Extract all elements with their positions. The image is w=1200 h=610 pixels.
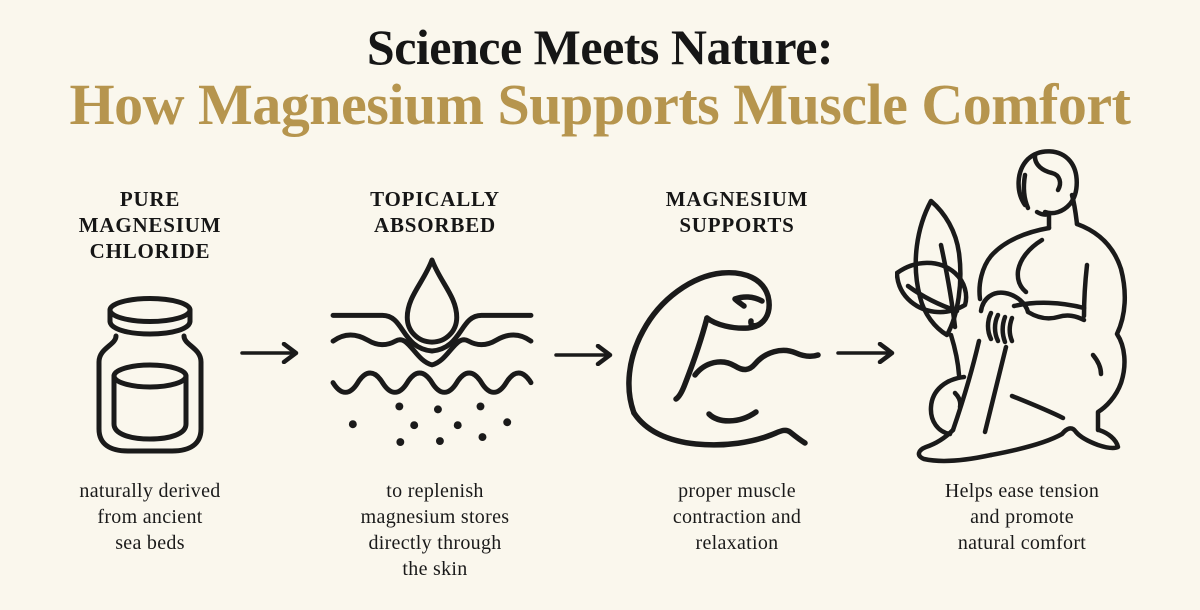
page-title: Science Meets Nature:	[366, 19, 834, 75]
droplet-skin-layers-icon	[330, 256, 534, 446]
step-caption-absorption: to replenish magnesium stores directly t…	[360, 480, 510, 580]
seated-person-with-leaves-icon	[895, 145, 1155, 475]
page-subtitle: How Magnesium Supports Muscle Comfort	[69, 72, 1131, 137]
right-arrow-icon	[240, 341, 304, 365]
step-caption-benefit: Helps ease tension and promote natural c…	[944, 480, 1100, 554]
jar-icon	[94, 296, 206, 456]
step-heading-pure-magnesium-chloride: PURE MAGNESIUM CHLORIDE	[78, 187, 222, 263]
right-arrow-icon	[836, 341, 900, 365]
step-heading-magnesium-supports: MAGNESIUM SUPPORTS	[665, 187, 809, 237]
right-arrow-icon	[554, 343, 618, 367]
flexed-bicep-icon	[618, 265, 823, 450]
step-caption-muscle-function: proper muscle contraction and relaxation	[672, 480, 802, 554]
step-caption-source: naturally derived from ancient sea beds	[79, 480, 221, 554]
step-heading-topically-absorbed: TOPICALLY ABSORBED	[370, 187, 500, 237]
